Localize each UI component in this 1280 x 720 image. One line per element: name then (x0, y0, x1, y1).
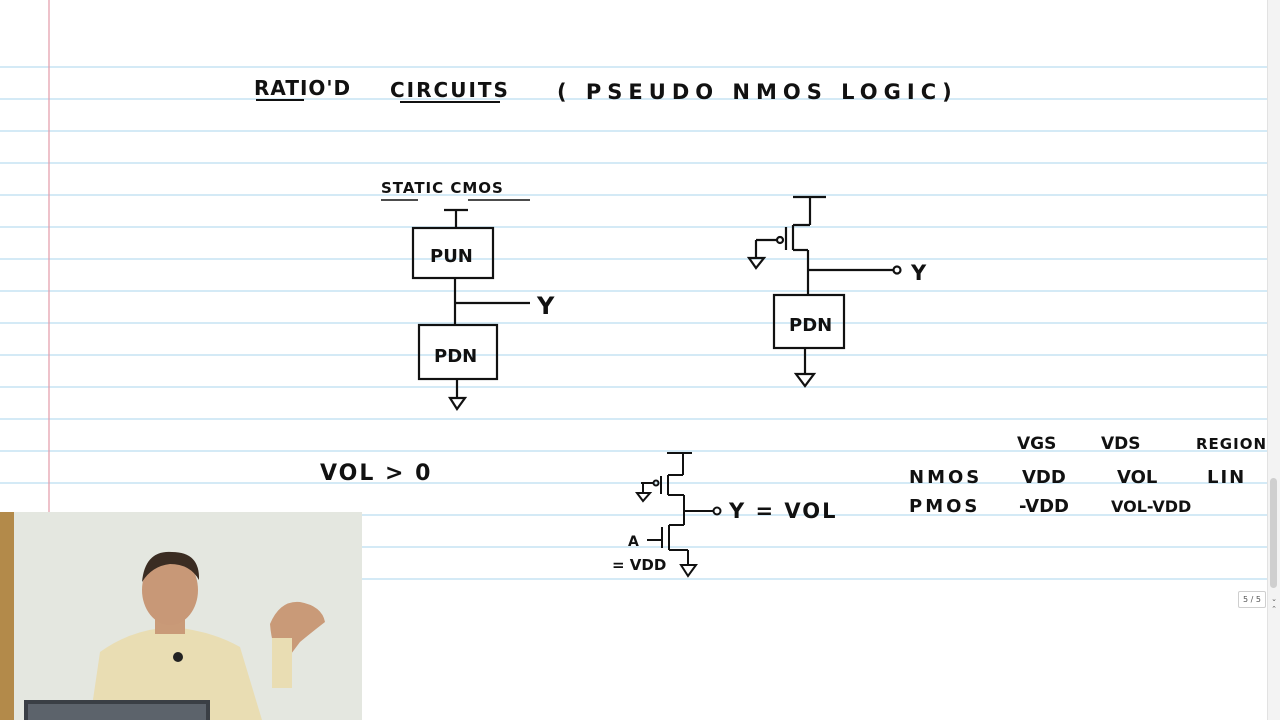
input-a-value: = VDD (612, 556, 666, 574)
scroll-up-icon[interactable]: ⌃ (1271, 605, 1277, 613)
pun-label: PUN (430, 246, 473, 267)
table-row-nmos-region: LIN (1207, 467, 1246, 488)
pdn-block-right (772, 293, 846, 350)
table-header-region: REGION (1196, 435, 1267, 453)
pseudo-nmos-inverter (635, 452, 722, 578)
output-node-right (892, 265, 902, 275)
ground-symbol-right (793, 372, 817, 388)
table-row-pmos-vds: VOL-VDD (1111, 497, 1191, 516)
table-row-pmos-vgs: -VDD (1019, 496, 1069, 517)
table-row-nmos-vgs: VDD (1022, 467, 1066, 488)
vertical-scrollbar[interactable] (1267, 0, 1280, 720)
table-row-nmos-vds: VOL (1117, 467, 1157, 488)
webcam-feed (0, 512, 362, 720)
title-left: RATIO'D (254, 76, 351, 100)
table-row-pmos-device: PMOS (909, 496, 980, 517)
ground-symbol-inverter (679, 564, 698, 578)
output-equation: Y = VOL (728, 499, 838, 523)
output-right: Y (910, 261, 927, 285)
input-a: A (628, 534, 639, 550)
pdn-label-right: PDN (789, 315, 832, 336)
title-right: ( PSEUDO NMOS LOGIC) (557, 80, 958, 104)
pun-block (411, 226, 495, 280)
ground-symbol-pmos (746, 256, 767, 270)
ground-symbol-inverter-pmos (635, 492, 653, 503)
scroll-down-icon[interactable]: ⌄ (1271, 595, 1277, 603)
vol-condition: VOL > 0 (320, 461, 432, 486)
pseudo-nmos-circuit (746, 195, 902, 388)
table-row-nmos-device: NMOS (909, 467, 982, 488)
lecturer-image (0, 512, 362, 720)
table-header-vds: VDS (1101, 434, 1141, 454)
static-cmos-circuit (411, 208, 530, 411)
pdn-label-left: PDN (434, 346, 477, 367)
ground-symbol-left (447, 396, 468, 411)
table-header-vgs: VGS (1017, 434, 1056, 454)
static-cmos-label: STATIC CMOS (381, 179, 504, 197)
ruled-lines (0, 66, 1268, 580)
inverter-output-node (712, 506, 722, 516)
title-mid: CIRCUITS (390, 78, 510, 102)
page-indicator: 5 / 5 (1238, 591, 1266, 608)
output-left: Y (536, 292, 555, 320)
scroll-thumb[interactable] (1270, 478, 1277, 588)
